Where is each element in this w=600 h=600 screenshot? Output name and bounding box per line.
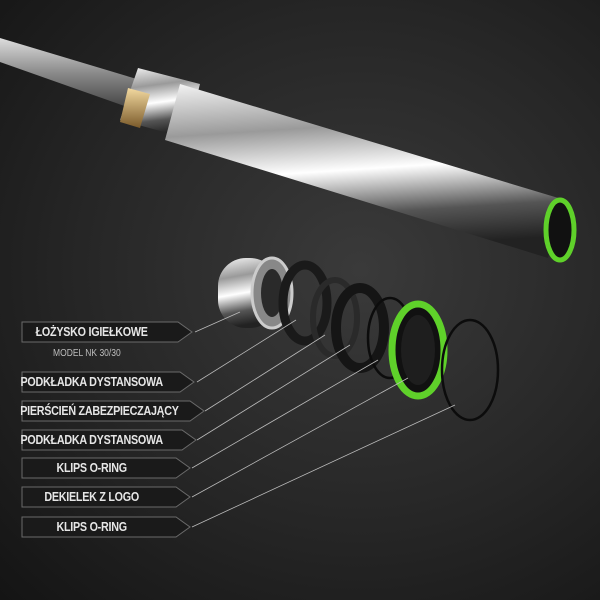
retaining-ring — [310, 277, 360, 359]
o-ring-clip-2 — [440, 318, 500, 422]
label-spacer-washer-2: PODKŁADKA DYSTANSOWA — [20, 433, 163, 447]
leader-lines — [191, 311, 456, 528]
bar-sleeve — [165, 84, 565, 258]
spacer-washer-1 — [278, 260, 332, 346]
logo-cap — [388, 300, 448, 400]
label-spacer-washer-1: PODKŁADKA DYSTANSOWA — [20, 375, 163, 389]
label-logo-cap: DEKIELEK Z LOGO — [44, 490, 140, 504]
label-needle-bearing: ŁOŻYSKO IGIEŁKOWE — [35, 325, 148, 339]
sleeve-end-cap — [543, 197, 577, 263]
label-shapes — [21, 321, 205, 538]
label-retaining-ring: PIERŚCIEŃ ZABEZPIECZAJĄCY — [20, 404, 179, 418]
spacer-washer-2 — [331, 283, 389, 373]
brass-ring — [120, 88, 150, 128]
label-o-ring-clip-2: KLIPS O-RING — [56, 520, 127, 534]
bar-shaft — [0, 38, 140, 108]
label-bearing-model: MODEL NK 30/30 — [53, 348, 121, 359]
label-o-ring-clip-1: KLIPS O-RING — [56, 461, 127, 475]
